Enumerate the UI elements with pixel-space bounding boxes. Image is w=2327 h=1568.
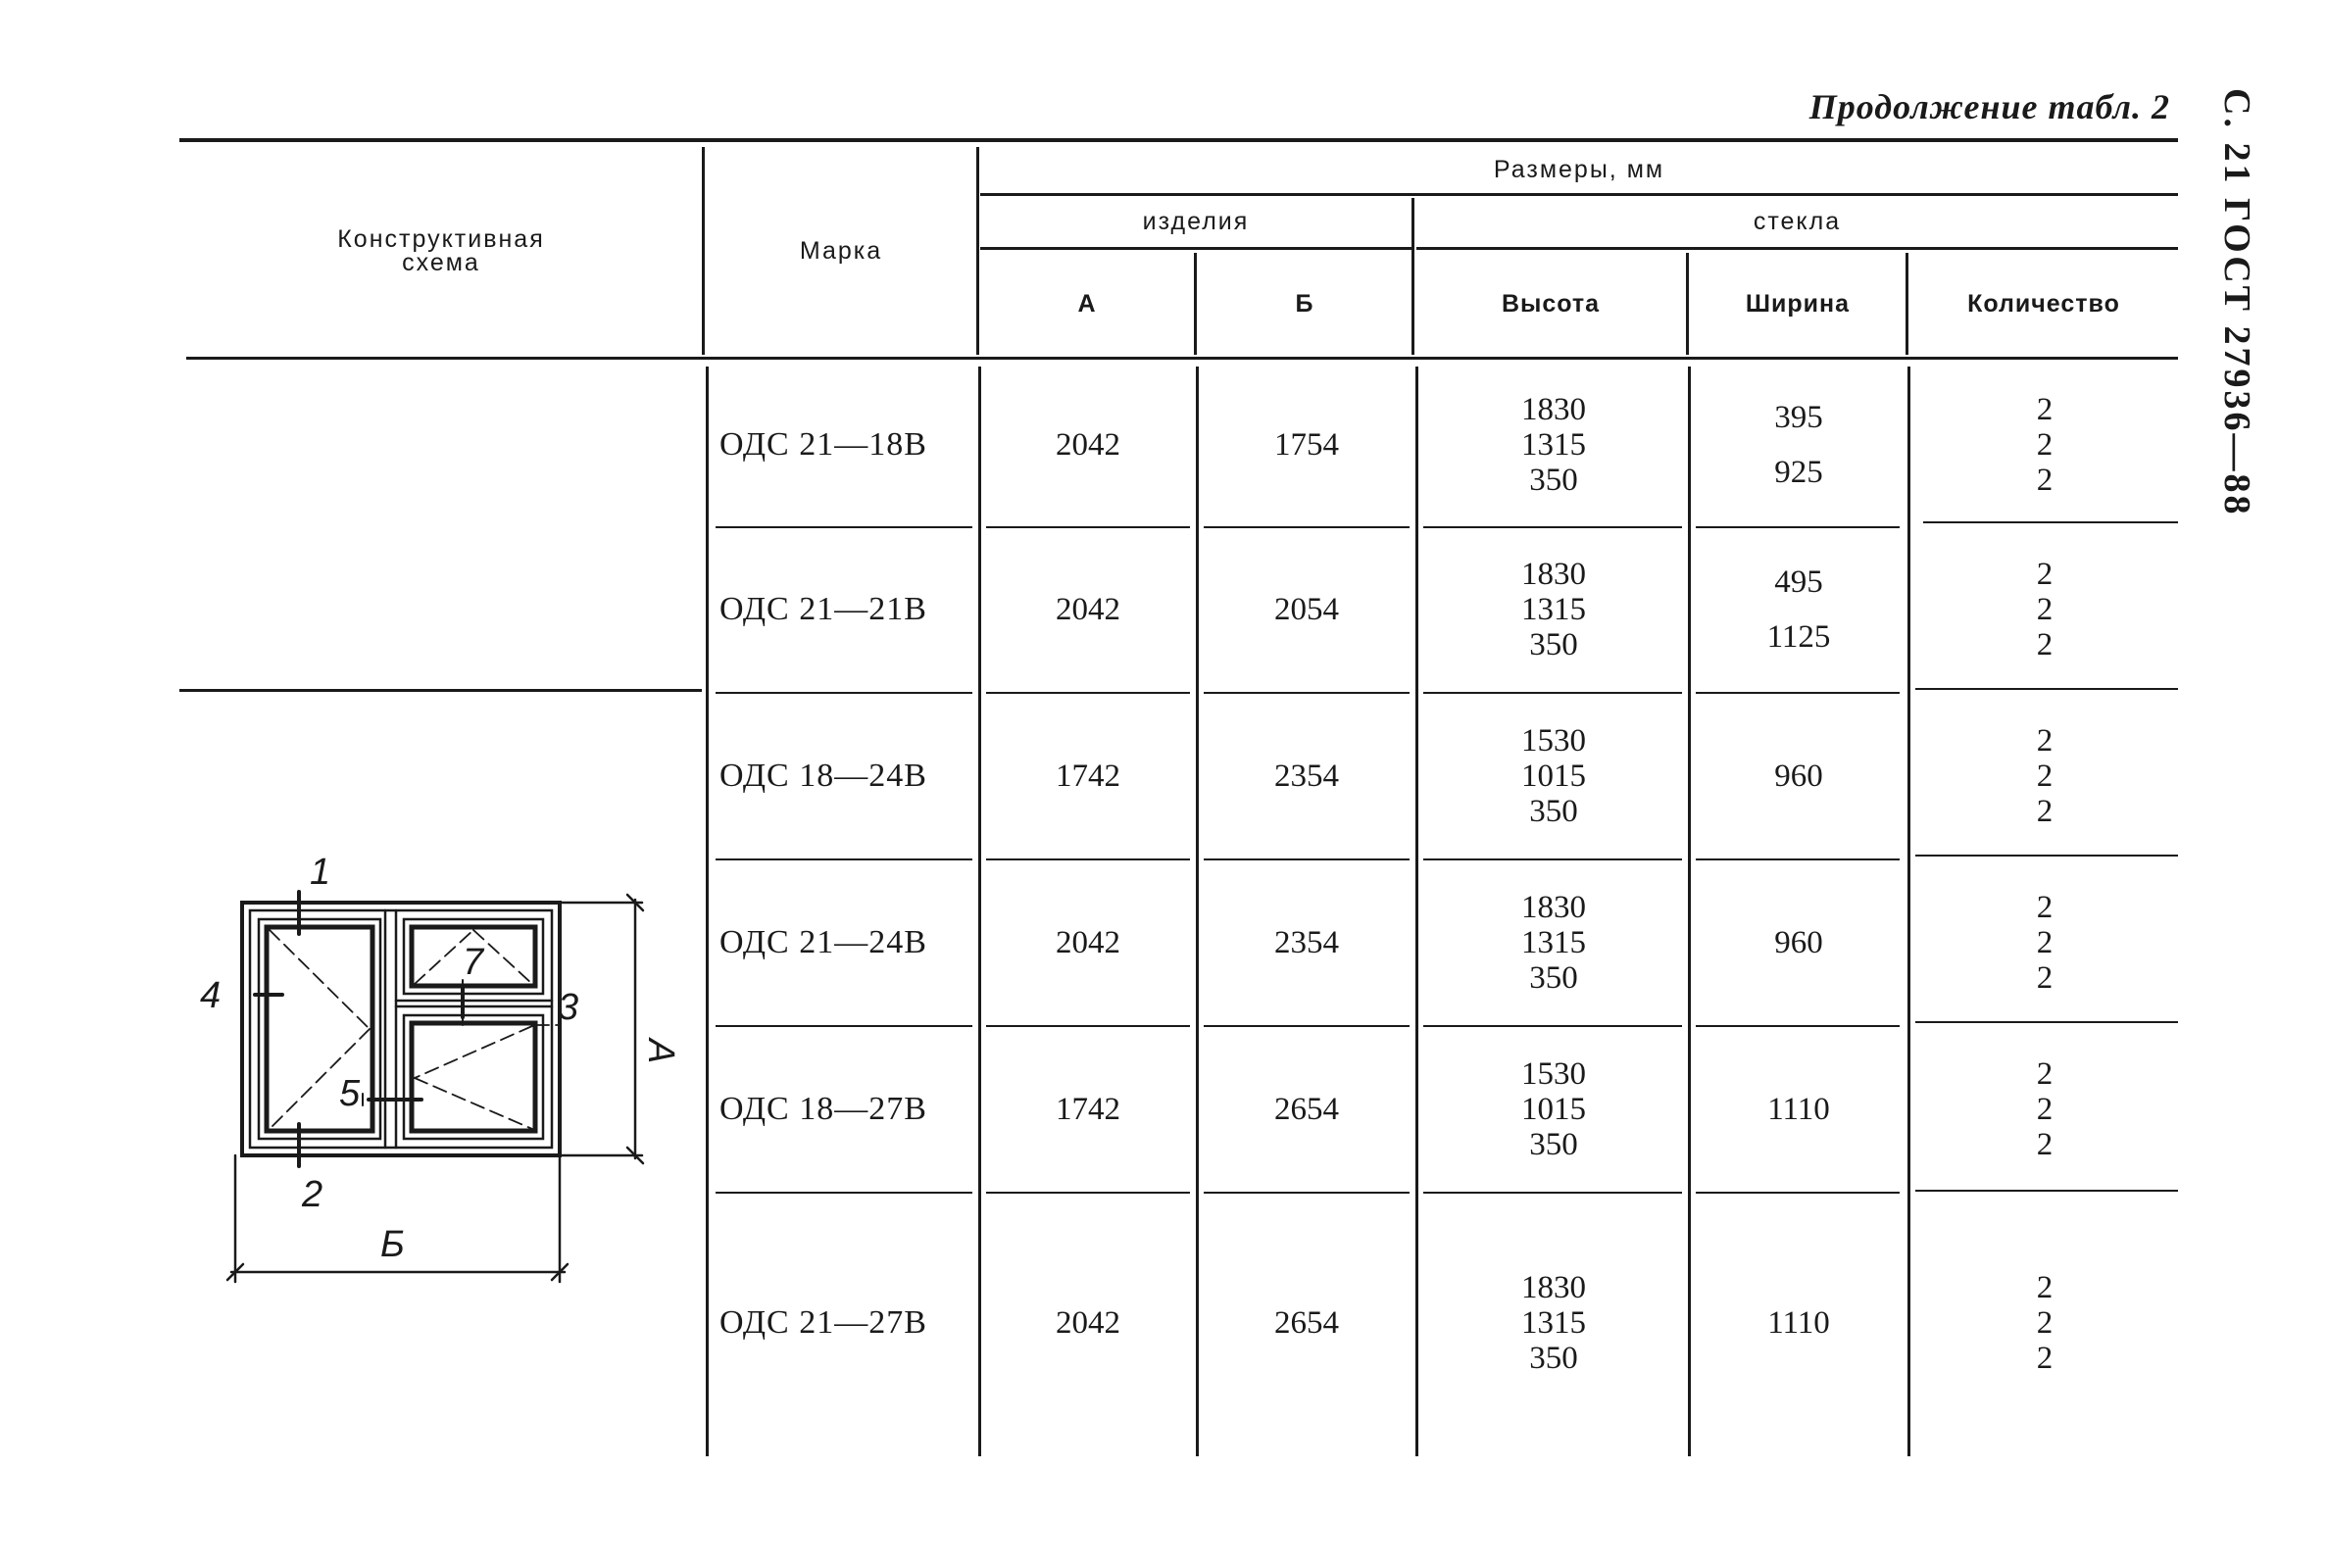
- cell-a: 2042: [1056, 592, 1120, 627]
- cell-mark: ОДС 18—24В: [719, 758, 927, 794]
- header-width: Ширина: [1745, 290, 1851, 318]
- cell-a: 2042: [1056, 925, 1120, 960]
- outer-frame: [240, 901, 562, 1157]
- cell-width: 1110: [1767, 1092, 1830, 1127]
- cell-quantity: 2 2 2: [2036, 1056, 2054, 1162]
- right-sash: [409, 1020, 538, 1134]
- header-quantity: Количество: [1967, 290, 2120, 318]
- cell-mark: ОДС 21—21В: [719, 591, 927, 627]
- cell-mark: ОДС 21—18В: [719, 426, 927, 463]
- cell-height: 1830 1315 350: [1521, 392, 1586, 498]
- cell-quantity: 2 2 2: [2036, 392, 2054, 498]
- cell-quantity: 2 2 2: [2036, 1270, 2054, 1376]
- cell-b: 2354: [1274, 925, 1339, 960]
- header-height: Высота: [1501, 290, 1601, 318]
- cell-mark: ОДС 18—27В: [719, 1091, 927, 1127]
- cell-height: 1530 1015 350: [1521, 1056, 1586, 1162]
- cell-b: 2054: [1274, 592, 1339, 627]
- transom-sash: [409, 924, 538, 989]
- cell-b: 1754: [1274, 427, 1339, 463]
- header-product: изделия: [1142, 208, 1250, 235]
- cell-height: 1530 1015 350: [1521, 723, 1586, 829]
- cell-b: 2654: [1274, 1305, 1339, 1341]
- window-scheme-diagram: 1 2 3 4 5 7 А Б: [200, 852, 681, 1284]
- continuation-title: Продолжение табл. 2: [1808, 87, 2170, 126]
- cell-a: 1742: [1056, 759, 1120, 794]
- header-scheme: Конструктивная схема: [337, 225, 545, 276]
- header-glass: стекла: [1753, 208, 1842, 235]
- cell-a: 2042: [1056, 1305, 1120, 1341]
- cell-width: 395 925: [1774, 400, 1823, 490]
- header-b: Б: [1295, 290, 1314, 318]
- cell-width: 495 1125: [1766, 564, 1831, 655]
- page-side-label: С. 21 ГОСТ 27936—88: [2216, 88, 2257, 517]
- cell-b: 2354: [1274, 759, 1339, 794]
- header-mark: Марка: [799, 237, 883, 265]
- cell-width: 960: [1774, 925, 1823, 960]
- left-sash: [264, 924, 375, 1134]
- cell-height: 1830 1315 350: [1521, 1270, 1586, 1376]
- cell-width: 1110: [1767, 1305, 1830, 1341]
- callout-7: 7: [463, 942, 485, 983]
- cell-mark: ОДС 21—24В: [719, 924, 927, 960]
- dimension-a-label: А: [640, 1037, 681, 1063]
- cell-b: 2654: [1274, 1092, 1339, 1127]
- cell-a: 1742: [1056, 1092, 1120, 1127]
- cell-height: 1830 1315 350: [1521, 557, 1586, 662]
- cell-mark: ОДС 21—27В: [719, 1304, 927, 1341]
- callout-3: 3: [558, 987, 578, 1028]
- callout-5: 5: [339, 1073, 361, 1114]
- cell-height: 1830 1315 350: [1521, 890, 1586, 996]
- cell-quantity: 2 2 2: [2036, 557, 2054, 662]
- cell-width: 960: [1774, 759, 1823, 794]
- header-sizes: Размеры, мм: [1493, 156, 1665, 183]
- cell-quantity: 2 2 2: [2036, 890, 2054, 996]
- callout-1: 1: [310, 852, 330, 893]
- cell-quantity: 2 2 2: [2036, 723, 2054, 829]
- callout-4: 4: [200, 975, 221, 1016]
- dimension-b-label: Б: [380, 1224, 405, 1265]
- callout-2: 2: [301, 1174, 322, 1215]
- header-a: А: [1077, 290, 1097, 318]
- cell-a: 2042: [1056, 427, 1120, 463]
